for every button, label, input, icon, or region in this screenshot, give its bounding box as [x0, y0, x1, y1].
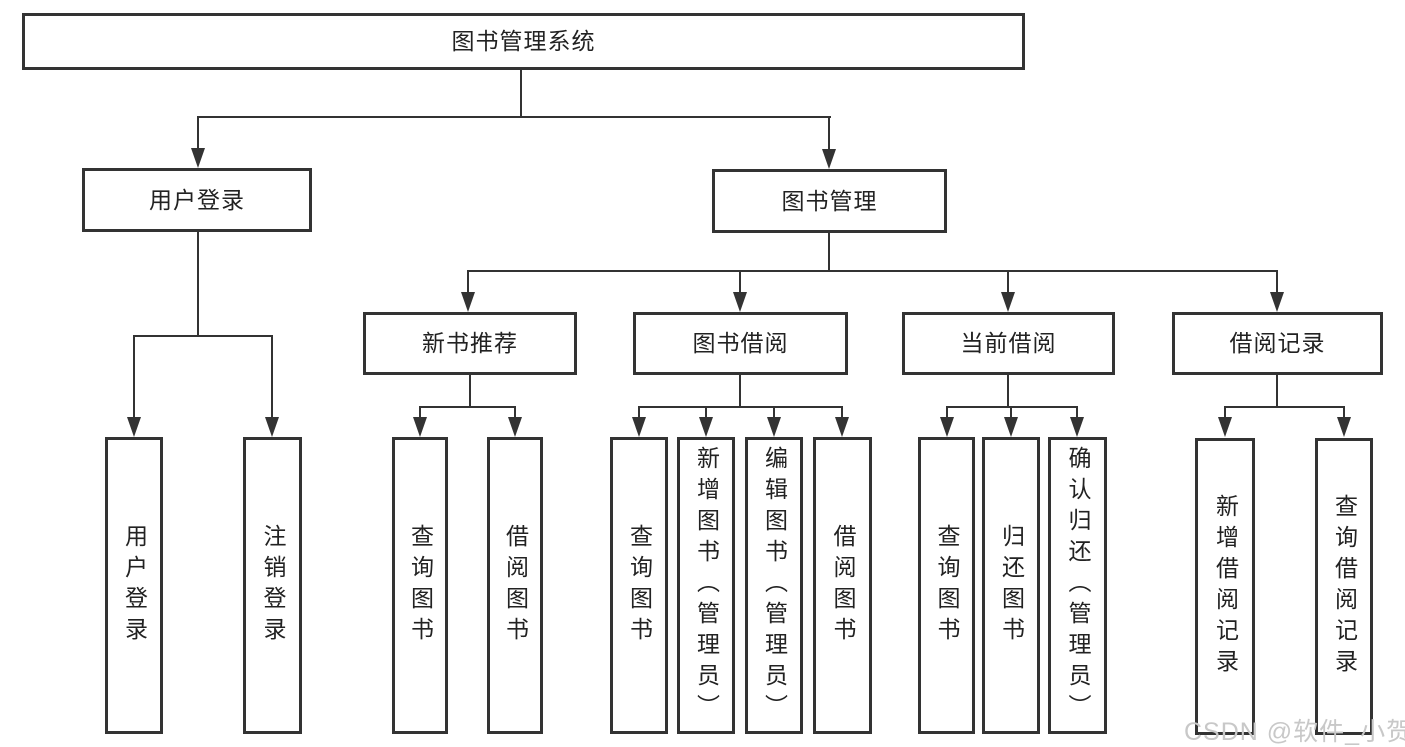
node-cb-confirm-return-label: 确认归还（管理员） — [1065, 446, 1091, 725]
connector-line — [520, 70, 522, 118]
connector-arrowhead — [1070, 417, 1084, 437]
connector-arrowhead — [699, 417, 713, 437]
connector-line — [197, 231, 199, 337]
connector-arrowhead — [127, 417, 141, 437]
connector-line — [739, 374, 741, 408]
node-bb-edit-books: 编辑图书（管理员） — [745, 437, 803, 734]
connector-arrowhead — [940, 417, 954, 437]
connector-line — [1276, 374, 1278, 408]
connector-arrowhead — [822, 149, 836, 169]
connector-arrowhead — [1218, 417, 1232, 437]
node-new-book-recommend-label: 新书推荐 — [422, 330, 518, 356]
node-user-login: 用户登录 — [82, 168, 312, 232]
connector-line — [739, 270, 741, 296]
node-br-query-record-label: 查询借阅记录 — [1331, 493, 1358, 680]
node-cb-return-books-label: 归还图书 — [998, 523, 1025, 648]
node-book-management: 图书管理 — [712, 169, 947, 233]
node-borrow-records: 借阅记录 — [1172, 312, 1383, 375]
node-borrow-records-label: 借阅记录 — [1229, 330, 1326, 356]
connector-line — [946, 406, 948, 419]
node-root-label: 图书管理系统 — [451, 28, 596, 54]
node-rec-borrow-books-label: 借阅图书 — [502, 523, 529, 648]
node-new-book-recommend: 新书推荐 — [363, 312, 577, 375]
node-book-management-label: 图书管理 — [781, 187, 878, 214]
node-user-login-label: 用户登录 — [149, 186, 245, 213]
connector-line — [419, 406, 421, 419]
connector-line — [197, 116, 831, 118]
connector-line — [946, 406, 1078, 408]
node-book-borrow: 图书借阅 — [633, 312, 848, 375]
node-br-add-record: 新增借阅记录 — [1195, 438, 1255, 735]
connector-arrowhead — [461, 292, 475, 312]
node-current-borrow: 当前借阅 — [902, 312, 1115, 375]
node-br-query-record: 查询借阅记录 — [1315, 438, 1373, 735]
connector-line — [705, 406, 707, 419]
connector-arrowhead — [508, 417, 522, 437]
node-book-borrow-label: 图书借阅 — [692, 330, 789, 356]
connector-line — [514, 406, 516, 419]
node-current-borrow-label: 当前借阅 — [960, 330, 1057, 356]
node-cb-query-books-label: 查询图书 — [934, 523, 960, 648]
connector-line — [638, 406, 843, 408]
connector-arrowhead — [767, 417, 781, 437]
node-cb-query-books: 查询图书 — [918, 437, 975, 734]
connector-line — [133, 335, 273, 337]
connector-arrowhead — [1004, 417, 1018, 437]
connector-line — [1007, 374, 1009, 408]
connector-line — [638, 406, 640, 419]
connector-line — [197, 116, 199, 150]
node-rec-query-books-label: 查询图书 — [407, 523, 434, 648]
node-bb-query-books-label: 查询图书 — [626, 523, 653, 648]
connector-line — [1224, 406, 1226, 419]
connector-line — [467, 270, 1278, 272]
connector-arrowhead — [191, 148, 205, 168]
connector-arrowhead — [265, 417, 279, 437]
node-leaf-user-login-label: 用户登录 — [121, 523, 148, 648]
node-br-add-record-label: 新增借阅记录 — [1212, 493, 1239, 680]
connector-line — [773, 406, 775, 419]
connector-line — [828, 116, 830, 151]
connector-arrowhead — [733, 292, 747, 312]
connector-line — [1076, 406, 1078, 419]
connector-arrowhead — [835, 417, 849, 437]
connector-arrowhead — [1337, 417, 1351, 437]
connector-arrowhead — [1270, 292, 1284, 312]
node-leaf-logout: 注销登录 — [243, 437, 302, 734]
node-leaf-logout-label: 注销登录 — [260, 523, 286, 648]
node-bb-edit-books-label: 编辑图书（管理员） — [761, 446, 788, 725]
node-cb-return-books: 归还图书 — [982, 437, 1040, 734]
node-rec-borrow-books: 借阅图书 — [487, 437, 543, 734]
connector-line — [1343, 406, 1345, 419]
node-bb-borrow-books: 借阅图书 — [813, 437, 872, 734]
node-cb-confirm-return: 确认归还（管理员） — [1048, 437, 1107, 734]
connector-arrowhead — [632, 417, 646, 437]
connector-line — [1224, 406, 1345, 408]
connector-line — [1007, 270, 1009, 296]
node-bb-query-books: 查询图书 — [610, 437, 668, 734]
connector-line — [469, 374, 471, 408]
node-leaf-user-login: 用户登录 — [105, 437, 163, 734]
connector-line — [419, 406, 516, 408]
connector-line — [841, 406, 843, 419]
connector-line — [271, 335, 273, 419]
watermark: CSDN @软件_小贺同学 — [1184, 718, 1405, 746]
node-bb-borrow-books-label: 借阅图书 — [830, 523, 856, 648]
node-root: 图书管理系统 — [22, 13, 1025, 70]
connector-line — [1010, 406, 1012, 419]
connector-line — [828, 232, 830, 272]
connector-line — [133, 335, 135, 419]
connector-line — [1276, 270, 1278, 296]
connector-arrowhead — [413, 417, 427, 437]
connector-line — [467, 270, 469, 296]
node-bb-add-books-label: 新增图书（管理员） — [693, 446, 720, 725]
node-rec-query-books: 查询图书 — [392, 437, 448, 734]
connector-arrowhead — [1001, 292, 1015, 312]
node-bb-add-books: 新增图书（管理员） — [677, 437, 735, 734]
